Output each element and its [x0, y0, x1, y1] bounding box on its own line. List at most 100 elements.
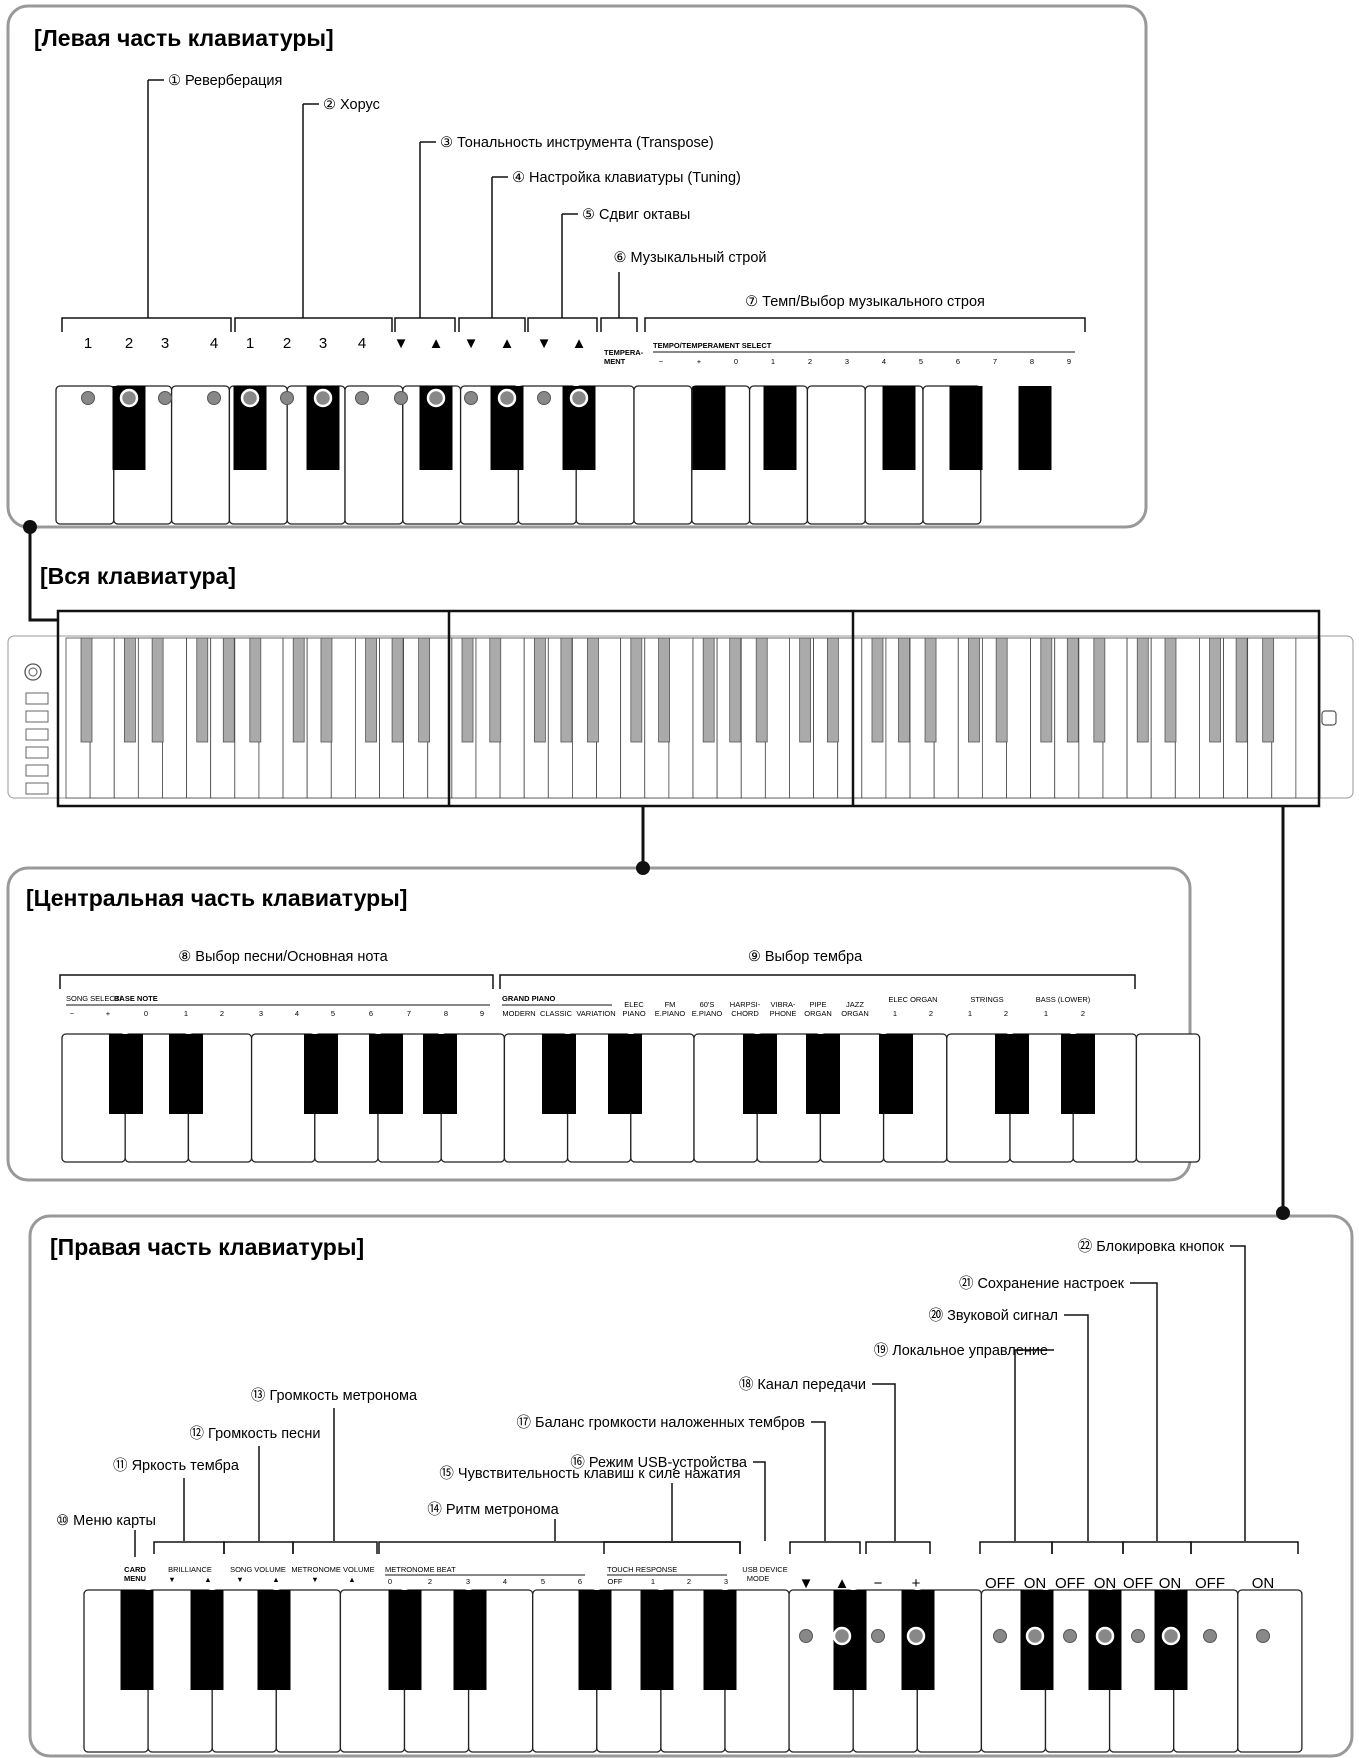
panel-button — [25, 764, 49, 777]
tone-label: PIPE — [809, 1000, 826, 1009]
small-arrow: ▲ — [272, 1575, 279, 1584]
left-panel-frame — [6, 4, 1148, 529]
callout-bracket — [1051, 1541, 1124, 1554]
tempo-key-label: 3 — [845, 357, 849, 366]
tone-group-number: 2 — [1081, 1009, 1085, 1018]
left-key-dot — [313, 388, 333, 408]
left-arrow-symbol: ▼ — [394, 335, 409, 352]
keyboard-black-key — [461, 637, 474, 743]
tone-group-number: 2 — [1004, 1009, 1008, 1018]
song-key-label: 6 — [369, 1009, 373, 1018]
touch-key-label: 1 — [651, 1577, 655, 1586]
right-key-dot — [1063, 1629, 1077, 1643]
transpose-arrow: ▲ — [835, 1575, 850, 1592]
whole-keyboard — [7, 520, 1354, 1220]
callout-bracket — [789, 1541, 861, 1554]
usb-mode-label: MODE — [747, 1574, 770, 1583]
keyboard-white-key — [1295, 637, 1321, 799]
callout-label: ⑨ Выбор тембра — [748, 949, 863, 965]
keyboard-black-key — [658, 637, 670, 743]
callout-leader — [811, 1421, 826, 1541]
card-menu-label: CARD — [124, 1565, 146, 1574]
right-key-dot — [1203, 1629, 1217, 1643]
keyboard-black-key — [124, 637, 136, 743]
callout-leader — [1130, 1282, 1158, 1541]
tone-label: E.PIANO — [692, 1009, 723, 1018]
keyboard-black-key — [898, 637, 910, 743]
left-white-key — [344, 385, 404, 525]
keyboard-black-key — [1093, 637, 1106, 743]
small-arrow: ▲ — [348, 1575, 355, 1584]
keyboard-white-key — [330, 637, 356, 799]
center-panel: [Центральная часть клавиатуры] ⑧ Выбор п… — [26, 885, 1201, 1163]
keyboard-white-key — [837, 637, 863, 799]
right-key-dot — [832, 1626, 852, 1646]
callout-label: ⑬ Громкость метронома — [251, 1387, 418, 1404]
touch-key-label: 3 — [724, 1577, 728, 1586]
center-black-key — [169, 1034, 203, 1114]
keyboard-black-key — [1040, 637, 1053, 743]
on-off-label: ON — [1252, 1575, 1275, 1592]
keyboard-black-key — [365, 637, 377, 743]
right-panel-title: [Правая часть клавиатуры] — [50, 1234, 364, 1260]
grand-piano-header: GRAND PIANO — [502, 994, 556, 1003]
whole-frame — [56, 609, 1321, 808]
callout-leader — [1230, 1245, 1246, 1541]
callout-bracket — [603, 1541, 741, 1554]
tone-group-number: 1 — [968, 1009, 972, 1018]
left-key-number: 4 — [210, 335, 218, 352]
power-knob-inner — [28, 667, 38, 677]
right-black-key — [388, 1590, 422, 1690]
song-key-label: 9 — [480, 1009, 484, 1018]
song-select-header: SONG SELECT/ — [66, 994, 122, 1003]
tone-label: MODERN — [502, 1009, 535, 1018]
panel-button — [25, 782, 49, 795]
right-key-dot — [1095, 1626, 1115, 1646]
left-arrow-symbol: ▼ — [537, 335, 552, 352]
left-key-number: 2 — [125, 335, 133, 352]
callout-label: ⑩ Меню карты — [56, 1513, 156, 1529]
callout-label: ⑧ Выбор песни/Основная нота — [178, 949, 388, 965]
callout-label: ⑮ Чувствительность клавиш к силе нажатия — [439, 1465, 740, 1482]
keyboard-white-key — [1174, 637, 1200, 799]
keyboard-white-key — [933, 637, 959, 799]
right-key-dot — [1256, 1629, 1270, 1643]
whole-keyboard-section: [Вся клавиатура] — [7, 520, 1354, 1220]
tempo-key-label: 1 — [771, 357, 775, 366]
keyboard-black-key — [533, 637, 546, 743]
tempo-key-label: 9 — [1067, 357, 1071, 366]
panel-button — [25, 728, 49, 741]
right-black-key — [120, 1590, 154, 1690]
beat-key-label: 0 — [388, 1577, 392, 1586]
callout-label: ⑦ Темп/Выбор музыкального строя — [745, 294, 985, 310]
callout-label: ④ Настройка клавиатуры (Tuning) — [512, 170, 741, 186]
keyboard-black-key — [702, 637, 715, 743]
tone-label: 60'S — [700, 1000, 715, 1009]
center-panel-title: [Центральная часть клавиатуры] — [26, 885, 407, 911]
keyboard-black-key — [826, 637, 839, 743]
center-callouts: ⑧ Выбор песни/Основная нота ⑨ Выбор тембр… — [59, 949, 1136, 989]
callout-label: ⑭ Ритм метронома — [427, 1501, 559, 1518]
left-white-key — [55, 385, 115, 525]
left-white-key — [633, 385, 693, 525]
touch-key-label: 2 — [687, 1577, 691, 1586]
on-off-label: OFF — [1055, 1575, 1085, 1592]
on-off-label: ON — [1159, 1575, 1182, 1592]
left-key-number: 2 — [283, 335, 291, 352]
keyboard-black-key — [151, 637, 164, 743]
left-key-number: 3 — [319, 335, 327, 352]
right-key-dot — [1161, 1626, 1181, 1646]
left-key-number: 1 — [246, 335, 254, 352]
left-key-dot — [464, 391, 478, 405]
right-panel: [Правая часть клавиатуры] ⑩ Меню карты⑪ … — [50, 1234, 1303, 1753]
keyboard-black-key — [418, 637, 431, 743]
left-white-key — [806, 385, 866, 525]
on-off-label: OFF — [1123, 1575, 1153, 1592]
center-black-key — [423, 1034, 457, 1114]
panel-button — [25, 710, 49, 723]
connector-dot — [636, 861, 650, 875]
callout-label: ⑫ Громкость песни — [190, 1425, 321, 1442]
song-key-label: 8 — [444, 1009, 448, 1018]
